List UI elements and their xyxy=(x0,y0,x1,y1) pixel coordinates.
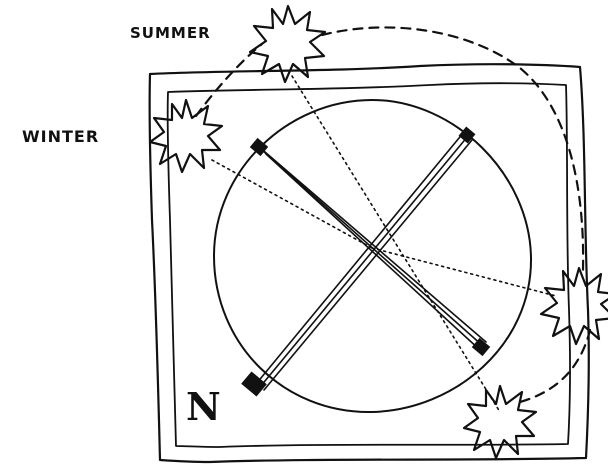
wall-end-se xyxy=(472,338,490,356)
sun-ray-lines xyxy=(212,76,556,412)
sun-icon xyxy=(150,100,222,172)
sun-icon xyxy=(464,386,536,458)
summer-label: SUMMER xyxy=(130,24,211,42)
building-cross xyxy=(241,127,490,397)
sun-icon xyxy=(541,268,608,344)
winter-label: WINTER xyxy=(22,127,99,146)
north-label: N xyxy=(186,384,222,429)
